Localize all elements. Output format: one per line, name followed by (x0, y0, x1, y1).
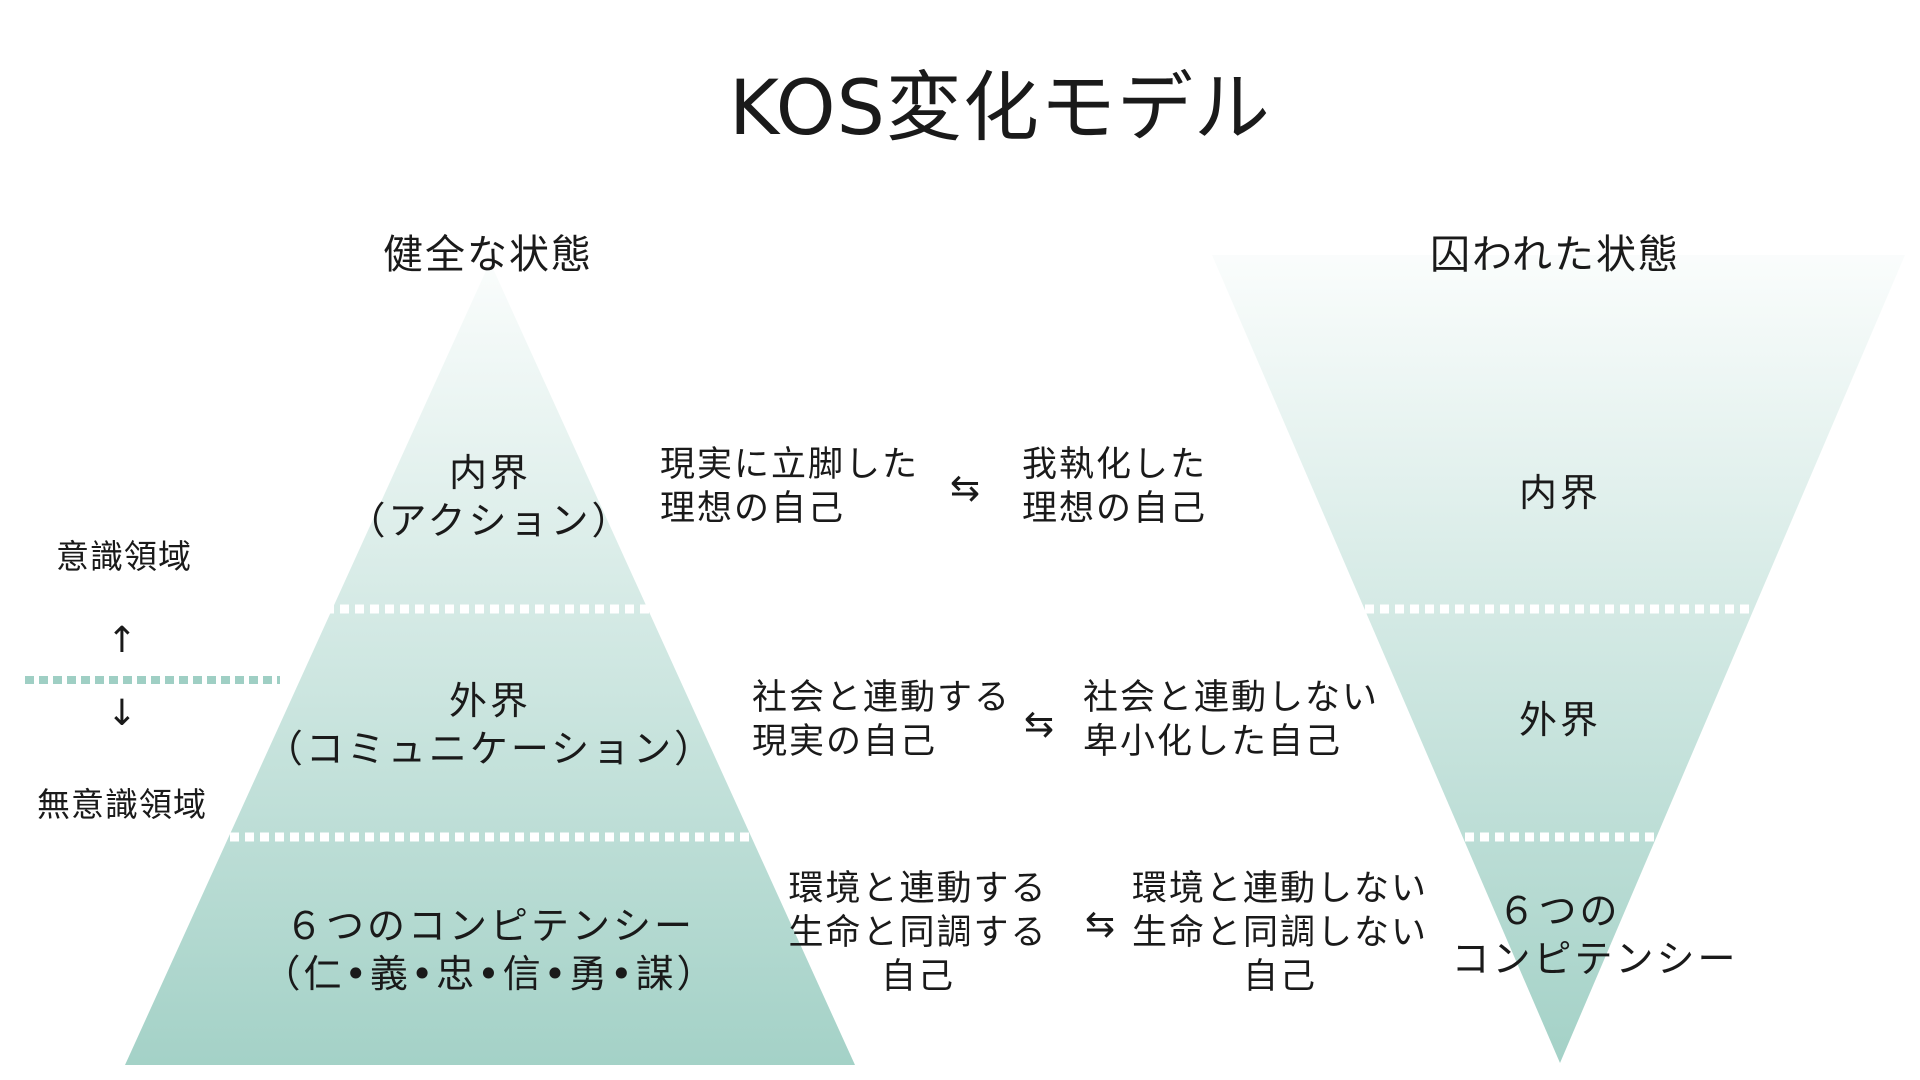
healthy-layer-inner: 内界 （アクション） (347, 450, 632, 545)
pair-3-healthy-line-1: 環境と連動する (788, 869, 1048, 909)
pair-3-healthy: 環境と連動する 生命と同調する 自己 (788, 868, 1047, 999)
pair-2-trapped-line-2: 卑小化した自己 (1083, 721, 1343, 762)
pair-1-healthy: 現実に立脚した 理想の自己 (660, 444, 919, 532)
pair-1-healthy-line-1: 現実に立脚した (660, 445, 920, 485)
pair-2-trapped: 社会と連動しない 卑小化した自己 (1083, 677, 1379, 765)
pair-3-trapped-line-3: 自己 (1242, 956, 1318, 997)
trapped-layer-inner-name: 内界 (1518, 471, 1602, 515)
healthy-layer-inner-sub: （アクション） (347, 498, 633, 543)
pair-2-healthy-line-2: 現実の自己 (752, 721, 938, 762)
pair-2-trapped-line-1: 社会と連動しない (1083, 678, 1380, 718)
healthy-layer-outer: 外界 （コミュニケーション） (265, 678, 715, 773)
trapped-inverted-pyramid (1212, 255, 1905, 1063)
pair-1-trapped-line-1: 我執化した (1022, 445, 1208, 485)
trapped-layer-competency-line1: ６つの (1497, 889, 1621, 933)
trapped-layer-competency-line2: コンピテンシー (1451, 936, 1739, 981)
pair-3-trapped-line-2: 生命と同調しない (1131, 912, 1429, 953)
trapped-layer-outer: 外界 (1519, 697, 1601, 745)
healthy-layer-competency: ６つのコンピテンシー （仁•義•忠•信•勇•謀） (262, 903, 717, 998)
trapped-layer-competency: ６つの コンピテンシー (1381, 888, 1738, 983)
pair-3-healthy-line-3: 自己 (880, 956, 956, 997)
pair-3-exchange-arrow: ⇆ (1085, 904, 1116, 945)
pair-1-trapped-line-2: 理想の自己 (1022, 488, 1208, 529)
healthy-layer-competency-name: ６つのコンピテンシー (284, 904, 696, 948)
pair-3-trapped: 環境と連動しない 生命と同調しない 自己 (1132, 868, 1428, 999)
pair-1-exchange-arrow: ⇆ (950, 468, 981, 509)
pair-3-trapped-line-1: 環境と連動しない (1131, 869, 1429, 909)
pair-3-healthy-line-2: 生命と同調する (788, 912, 1048, 953)
up-arrow-icon: ↑ (106, 620, 138, 661)
page-title: KOS変化モデル (729, 63, 1271, 152)
trapped-heading: 囚われた状態 (1430, 232, 1680, 278)
trapped-layer-inner: 内界 (1519, 470, 1601, 518)
pair-2-exchange-arrow: ⇆ (1024, 704, 1055, 745)
down-arrow-icon: ↓ (106, 693, 138, 734)
trapped-layer-outer-name: 外界 (1518, 698, 1602, 742)
healthy-layer-outer-name: 外界 (448, 679, 531, 723)
pair-2-healthy-line-1: 社会と連動する (752, 678, 1012, 718)
healthy-layer-outer-sub: （コミュニケーション） (264, 726, 716, 771)
healthy-heading: 健全な状態 (383, 232, 593, 278)
healthy-pyramid (125, 262, 855, 1065)
unconscious-region-label: 無意識領域 (37, 785, 207, 824)
healthy-layer-competency-sub: （仁•義•忠•信•勇•謀） (262, 951, 718, 996)
pair-1-trapped: 我執化した 理想の自己 (1022, 444, 1207, 532)
conscious-region-label: 意識領域 (56, 537, 192, 576)
pair-1-healthy-line-2: 理想の自己 (660, 488, 846, 529)
pair-2-healthy: 社会と連動する 現実の自己 (752, 677, 1011, 765)
healthy-layer-inner-name: 内界 (448, 451, 532, 495)
layer-dividers (215, 604, 1755, 842)
